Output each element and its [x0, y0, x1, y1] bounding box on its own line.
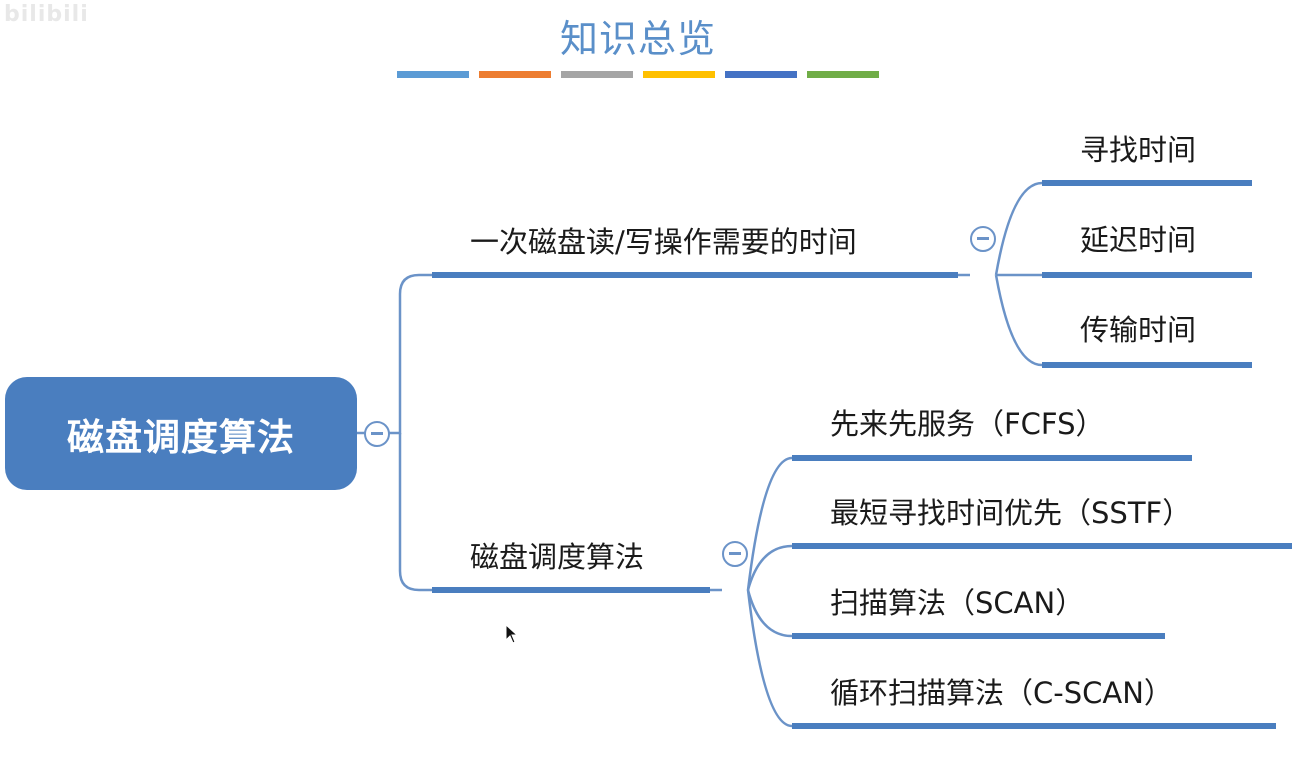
connector-branch2-child-3	[746, 589, 793, 638]
connector-branch2-child-1	[746, 456, 793, 591]
connector-branch1-child-1	[994, 181, 1043, 276]
branch-2-label[interactable]: 磁盘调度算法	[470, 540, 645, 574]
branch-1-child-2-label[interactable]: 延迟时间	[1080, 223, 1197, 257]
branch-1-child-3-label[interactable]: 传输时间	[1080, 313, 1197, 347]
branch-2-child-3-label[interactable]: 扫描算法（SCAN）	[830, 586, 1085, 620]
connector-root-to-branch-2	[398, 433, 432, 592]
watermark-logo: bilibili	[4, 2, 89, 27]
branch-1-label[interactable]: 一次磁盘读/写操作需要的时间	[470, 225, 857, 259]
mouse-cursor-icon	[505, 624, 519, 644]
connector-branch2-child-2	[746, 544, 793, 591]
root-collapse-icon[interactable]	[364, 421, 390, 447]
branch-1-child-3-underline	[1042, 362, 1252, 368]
title-color-bar-1	[397, 71, 469, 78]
page-title: 知识总览	[559, 17, 716, 61]
connector-branch2-child-4	[746, 589, 793, 728]
connector-branch1-child-3	[994, 274, 1043, 367]
branch-1-child-1-underline	[1042, 180, 1252, 186]
title-color-bar-2	[479, 71, 551, 78]
title-color-bar-3	[561, 71, 633, 78]
branch-2-underline	[432, 587, 710, 593]
title-color-bar-6	[807, 71, 879, 78]
branch-2-child-1-underline	[792, 455, 1192, 461]
branch-2-child-2-underline	[792, 543, 1292, 549]
branch-1-child-2-underline	[1042, 272, 1252, 278]
title-color-bar-5	[725, 71, 797, 78]
branch-2-child-2-label[interactable]: 最短寻找时间优先（SSTF）	[830, 496, 1192, 530]
branch-2-collapse-icon[interactable]	[722, 541, 748, 567]
title-color-bar-4	[643, 71, 715, 78]
branch-1-underline	[432, 272, 958, 278]
branch-2-child-3-underline	[792, 633, 1165, 639]
branch-1-child-1-label[interactable]: 寻找时间	[1080, 133, 1197, 167]
branch-1-collapse-icon[interactable]	[970, 226, 996, 252]
branch-2-child-4-underline	[792, 723, 1276, 729]
branch-2-child-4-label[interactable]: 循环扫描算法（C-SCAN）	[830, 676, 1173, 710]
root-node[interactable]: 磁盘调度算法	[5, 377, 357, 490]
connector-root-to-branch-1	[389, 273, 432, 435]
branch-2-child-1-label[interactable]: 先来先服务（FCFS）	[830, 407, 1105, 441]
